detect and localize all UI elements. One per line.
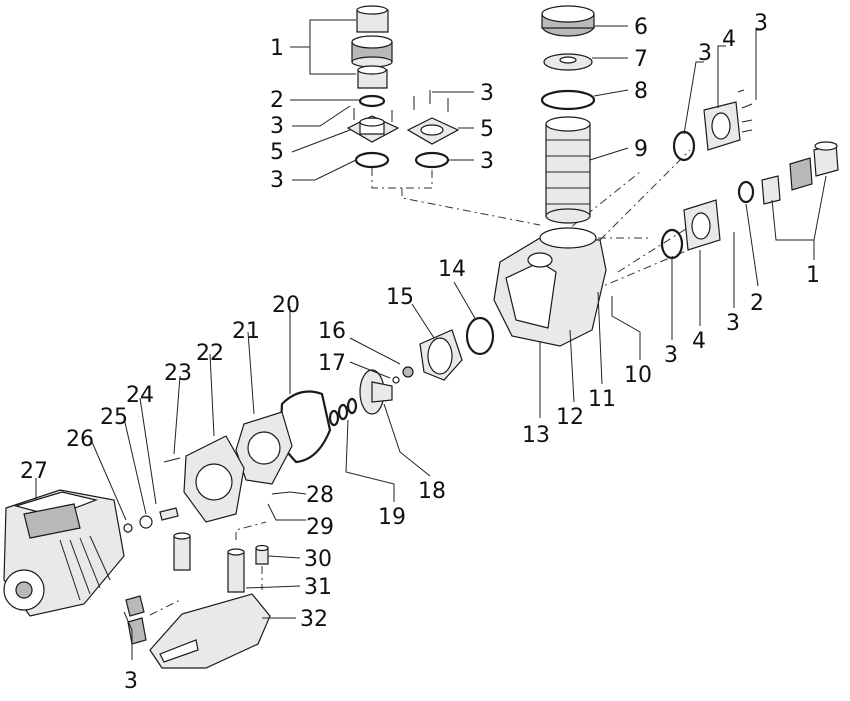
callout-21: 21 [232,319,260,344]
assembly-axis-lines [149,149,701,616]
callout-3-lower-mid: 3 [664,343,678,368]
callout-6: 6 [634,15,648,40]
callout-28: 28 [306,483,334,508]
callout-18: 18 [418,479,446,504]
callout-numbers: 1 2 3 5 3 3 5 3 6 7 8 9 3 4 3 1 2 3 4 3 … [20,11,820,694]
callout-30: 30 [304,547,332,572]
callout-9: 9 [634,137,648,162]
callout-3-top-left: 3 [270,114,284,139]
callout-26: 26 [66,427,94,452]
callout-31: 31 [304,575,332,600]
callout-15: 15 [386,285,414,310]
top-left-union-parts [346,5,460,169]
callout-3-top-mid: 3 [480,81,494,106]
callout-3-bottom: 3 [124,669,138,694]
pump-housing [493,227,607,347]
callout-17: 17 [318,351,346,376]
callout-8: 8 [634,79,648,104]
callout-13: 13 [522,423,550,448]
callout-23: 23 [164,361,192,386]
callout-3-left-bottom: 3 [270,168,284,193]
callout-2-top: 2 [270,88,284,113]
callout-3-mid-bottom: 3 [480,149,494,174]
callout-1-top: 1 [270,36,284,61]
leader-lines [35,19,827,660]
base-and-supports [125,532,271,669]
callout-22: 22 [196,341,224,366]
callout-3-right-lower: 3 [726,311,740,336]
callout-27: 27 [20,459,48,484]
callout-1-right: 1 [806,263,820,288]
right-union-parts [660,89,839,260]
callout-5-right: 5 [480,117,494,142]
callout-20: 20 [272,293,300,318]
callout-11: 11 [588,387,616,412]
callout-19: 19 [378,505,406,530]
strainer-lid-basket-parts [540,5,596,224]
callout-29: 29 [306,515,334,540]
callout-24: 24 [126,383,154,408]
callout-3-top-right: 3 [754,11,768,36]
callout-2-right: 2 [750,291,764,316]
callout-12: 12 [556,405,584,430]
callout-14: 14 [438,257,466,282]
callout-4-lower: 4 [692,329,706,354]
callout-3-upper-right: 3 [698,41,712,66]
diffuser-impeller-parts [328,316,495,427]
callout-5-left: 5 [270,140,284,165]
bracket-seal-plate-parts [123,390,332,533]
callout-16: 16 [318,319,346,344]
callout-4-upper: 4 [722,27,736,52]
callout-25: 25 [100,405,128,430]
callout-32: 32 [300,607,328,632]
callout-7: 7 [634,47,648,72]
callout-10: 10 [624,363,652,388]
motor [3,489,125,617]
